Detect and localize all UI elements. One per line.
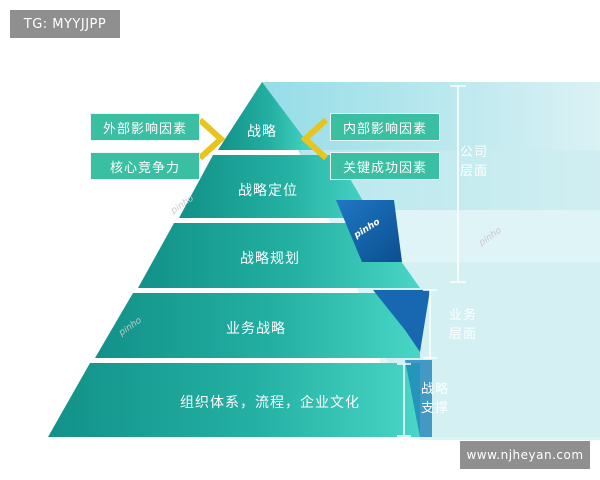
level-label-business: 业务战略: [226, 321, 286, 337]
factor-internal: 内部影响因素: [330, 113, 440, 141]
tier-1: [218, 82, 313, 150]
left-chevron-icon: [197, 117, 226, 161]
tier-4: [95, 293, 420, 358]
side-label-company: 公司层面: [459, 145, 488, 179]
right-chevron-icon: [300, 117, 329, 161]
level-label-planning: 战略规划: [240, 251, 300, 267]
tier-2: [179, 155, 373, 218]
side-label-support: 战略支撑: [420, 382, 449, 416]
level-label-foundation: 组织体系，流程，企业文化: [180, 395, 360, 411]
level-label-positioning: 战略定位: [238, 183, 298, 199]
side-label-business: 业务层面: [448, 308, 477, 342]
factor-external: 外部影响因素: [90, 113, 200, 141]
watermark-tag-top: TG: MYYJJPP: [10, 10, 120, 38]
factor-core-competency: 核心竞争力: [90, 152, 200, 180]
watermark-tag-bottom: www.njheyan.com: [460, 441, 590, 469]
tier-5: [48, 363, 420, 437]
blue-facet-2: [373, 290, 430, 352]
blue-facet-3: [405, 360, 432, 437]
level-label-strategy: 战略: [247, 124, 277, 140]
tier-3: [138, 223, 420, 288]
factor-key-success: 关键成功因素: [330, 152, 440, 180]
blue-facet-1: [336, 200, 402, 262]
